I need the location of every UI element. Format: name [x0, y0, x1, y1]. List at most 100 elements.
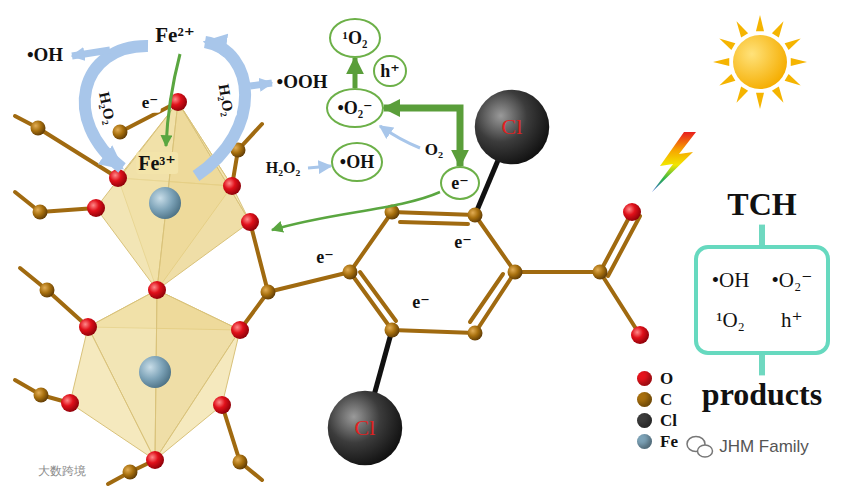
sun-ray [719, 39, 735, 51]
node-text: •OH [340, 152, 374, 173]
electron-label: e⁻ [452, 233, 474, 253]
node-label: •O₂⁻ [337, 98, 372, 119]
legend-text: Cl [660, 411, 677, 431]
reagent-label: H₂O₂ [215, 81, 238, 120]
sun-ray [772, 87, 784, 103]
flow-line [759, 355, 765, 375]
sun-ray [785, 74, 801, 86]
carbon-atom [385, 323, 400, 338]
electron-circle: e⁻ [440, 166, 480, 200]
bond [608, 216, 640, 276]
pollutant-label: TCH [725, 187, 798, 222]
sun-ray [756, 93, 764, 109]
legend-swatch [637, 434, 652, 449]
light-bolt [652, 132, 696, 192]
node-label: ¹O₂ [712, 308, 750, 332]
carbon-atom [40, 283, 55, 298]
oxygen-atom [623, 203, 641, 221]
carbon-atom [261, 285, 276, 300]
sun-ray [737, 21, 749, 37]
cycle-arrow [85, 46, 148, 168]
fe-atom [139, 356, 171, 388]
bond [360, 272, 396, 321]
bond [392, 212, 475, 215]
watermark: 大数跨境 [36, 465, 88, 478]
legend-swatch [637, 413, 652, 428]
legend: OCClFe [637, 368, 678, 452]
bond [350, 212, 392, 272]
fe-atom [149, 187, 181, 219]
octahedron-face [70, 327, 155, 460]
electron-label: e⁻ [410, 293, 432, 313]
branch-arrow [72, 50, 110, 56]
carbon-atom [113, 125, 128, 140]
sun-icon [713, 15, 807, 109]
carbon-atom [468, 208, 483, 223]
wechat-icon [687, 437, 713, 458]
radical-label: •OH [25, 45, 65, 66]
node-label: Cl [355, 415, 376, 440]
legend-swatch [637, 392, 652, 407]
legend-swatch [637, 371, 652, 386]
bond [515, 270, 600, 274]
sun-ray [713, 58, 729, 66]
atom-sphere [475, 90, 549, 164]
carbon-atom [33, 205, 48, 220]
oxygen-atom [631, 326, 649, 344]
octahedron-face [155, 330, 240, 460]
node-label: •OH [712, 268, 750, 292]
node-label: h⁺ [380, 61, 400, 82]
carbon-atom [233, 455, 248, 470]
reaction-arrow [353, 58, 358, 88]
node-label: ¹O₂ [343, 28, 368, 49]
node-text: ¹O₂ [343, 28, 368, 49]
sun-ray [756, 15, 764, 31]
reagent-label: H₂O₂ [264, 159, 302, 177]
bond [600, 272, 640, 335]
carbon-atom [123, 465, 138, 480]
ion-label: Fe³⁺ [136, 152, 178, 174]
oxygen-atom [231, 321, 249, 339]
chlorine-atom: Cl [327, 390, 403, 466]
sun-ray [772, 21, 784, 37]
oxygen-atom [223, 177, 241, 195]
oxygen-atom [87, 199, 105, 217]
radical-label: •OOH [275, 72, 330, 93]
oxygen-atom [146, 451, 164, 469]
species-box: •OH •O₂⁻ ¹O₂ h⁺ [694, 245, 830, 355]
electron-arrow [166, 54, 180, 146]
carbon-atom [508, 265, 523, 280]
watermark: JHM Family [717, 438, 811, 457]
reaction-arrow [384, 108, 460, 166]
sun-ray [737, 87, 749, 103]
chlorine-atom: Cl [474, 89, 550, 165]
reagent-label: H₂O₂ [95, 89, 119, 128]
icon-bubble [698, 445, 713, 457]
node-text: •O₂⁻ [337, 98, 372, 119]
branch-arrow [250, 83, 272, 86]
electron-label: e⁻ [140, 94, 161, 113]
node-label: h⁺ [771, 308, 812, 332]
bond [392, 330, 475, 333]
bond [400, 222, 468, 224]
species-circle: •OH [331, 142, 384, 182]
sun-disc [733, 35, 787, 89]
cycle-arrow [196, 42, 245, 176]
node-label: e⁻ [451, 173, 469, 194]
ion-label: Fe²⁺ [153, 24, 197, 47]
node-text: e⁻ [451, 173, 469, 194]
oxygen-atom [61, 394, 79, 412]
carbon-atom [31, 121, 46, 136]
species-circle: •O₂⁻ [326, 88, 384, 128]
legend-row: Cl [637, 410, 678, 431]
flow-line [759, 225, 765, 245]
oxygen-arrow [380, 126, 420, 148]
electron-transfer-arrow [272, 192, 440, 230]
atom-sphere [328, 391, 402, 465]
node-label: •O₂⁻ [771, 268, 812, 292]
species-circle: h⁺ [373, 55, 407, 88]
oxygen-atom [213, 396, 231, 414]
